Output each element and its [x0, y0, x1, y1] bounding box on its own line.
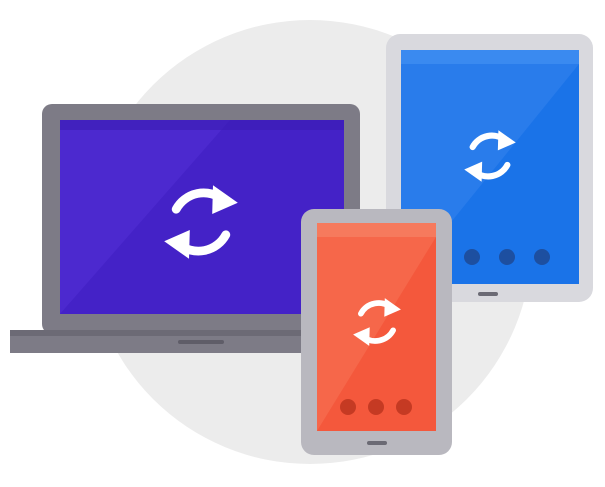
phone-screen-shine [317, 237, 436, 431]
phone-screen-topbar [317, 223, 436, 237]
laptop [10, 104, 392, 353]
laptop-screen-shine [60, 120, 230, 314]
phone-dot [368, 399, 384, 415]
laptop-trackpad-notch [178, 340, 224, 344]
phone-home-bar [367, 441, 387, 445]
phone-dot [396, 399, 412, 415]
tablet-dot [534, 249, 550, 265]
tablet-home-bar [478, 292, 498, 296]
laptop-base-shade [10, 330, 392, 336]
tablet-dot [464, 249, 480, 265]
tablet-screen-topbar [401, 50, 579, 64]
phone-dot [340, 399, 356, 415]
tablet-dot [499, 249, 515, 265]
phone [301, 209, 452, 455]
laptop-screen-topbar [60, 120, 344, 130]
